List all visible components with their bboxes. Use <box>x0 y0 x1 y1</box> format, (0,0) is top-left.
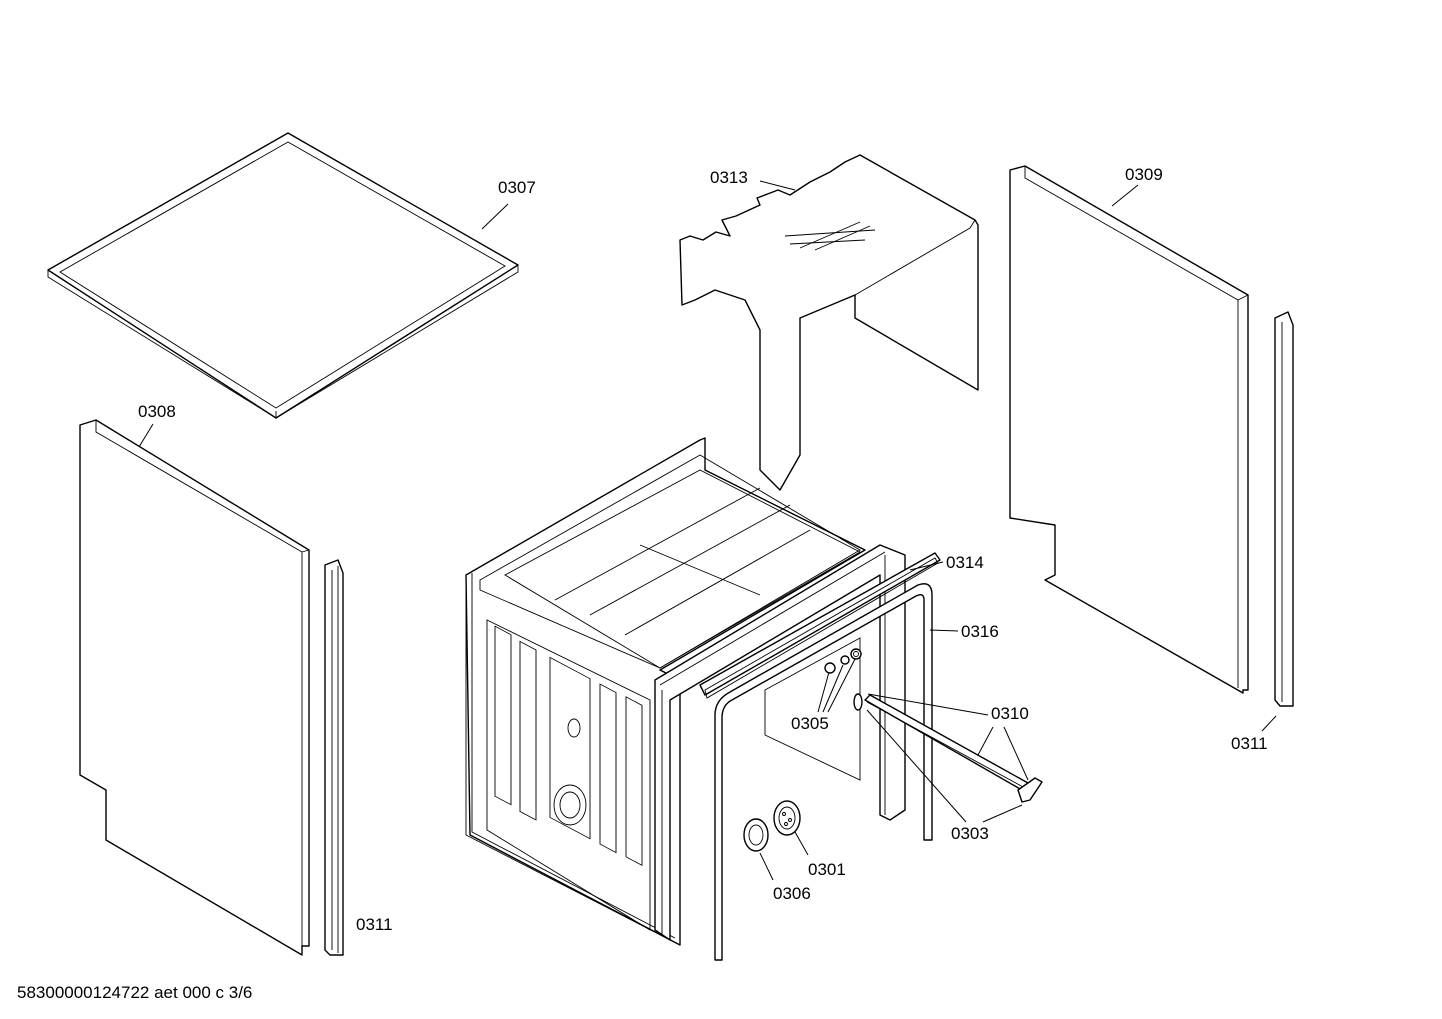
part-0316-door-seal <box>714 583 933 961</box>
callout-0301: 0301 <box>808 860 846 879</box>
diagram-footer-code: 58300000124722 aet 000 c 3/6 <box>17 983 252 1002</box>
callout-0309: 0309 <box>1125 165 1163 184</box>
callout-0308: 0308 <box>138 402 176 421</box>
part-0309-right-side-panel <box>1009 165 1249 694</box>
part-0307-top-cover <box>47 132 519 419</box>
rear-frame <box>654 544 906 941</box>
leader-lines <box>138 180 1277 881</box>
callout-0307: 0307 <box>498 178 536 197</box>
part-0305-screws <box>824 648 862 674</box>
part-0313-insulation-cover <box>679 154 979 491</box>
callout-0316: 0316 <box>961 622 999 641</box>
callout-0306: 0306 <box>773 884 811 903</box>
callout-0311-right: 0311 <box>1231 734 1268 753</box>
callout-0310: 0310 <box>991 704 1029 723</box>
callout-0313: 0313 <box>710 168 748 187</box>
callout-labels: 0307 0313 0309 0308 0314 0316 0310 0305 … <box>138 165 1268 934</box>
part-0308-left-side-panel <box>79 419 310 956</box>
callout-0314: 0314 <box>946 553 984 572</box>
callout-0311-left: 0311 <box>356 915 393 934</box>
callout-0305: 0305 <box>791 714 829 733</box>
callout-0303: 0303 <box>951 824 989 843</box>
part-0311-right-trim-strip <box>1274 311 1294 707</box>
part-0310-rail-bar <box>853 693 1043 803</box>
part-0306-seal-ring <box>743 818 769 852</box>
part-0301-filter-cap <box>773 800 801 836</box>
part-0311-left-trim-strip <box>324 559 344 956</box>
